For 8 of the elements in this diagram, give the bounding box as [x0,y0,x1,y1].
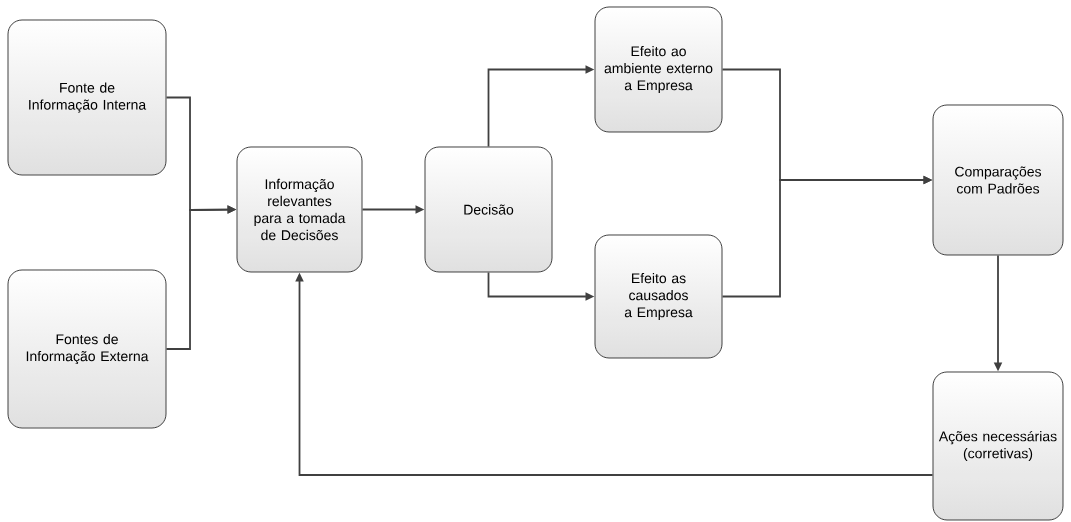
process-box: Comparações com Padrões [932,104,1064,256]
process-box: Fontes de Informação Externa [7,269,167,429]
process-box: Decisão [424,146,553,273]
process-box: Efeito as causados a Empresa [594,234,723,359]
process-box: Ações necessárias (corretivas) [932,371,1064,521]
process-box: Informação relevantes para a tomada de Decisões [236,146,363,273]
process-box: Fonte de Informação Interna [7,19,167,176]
process-box: Efeito ao ambiente externo a Empresa [594,6,723,133]
